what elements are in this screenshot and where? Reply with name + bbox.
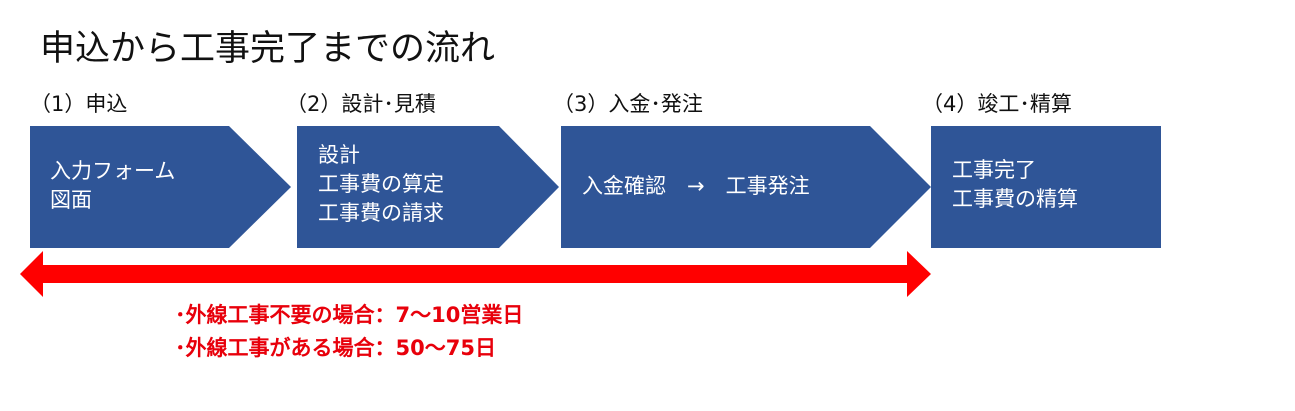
step-4-box [931,126,1161,248]
step-2-line: 設計 [318,143,360,167]
duration-no-external-work: ･外線工事不要の場合：7～10営業日 [175,303,524,327]
span-double-arrow [20,251,931,297]
step-3-label: （3）入金･発注 [553,92,703,116]
step-1-arrow-box [30,126,291,248]
step-3-content: 入金確認 → 工事発注 [582,172,810,201]
diagram-title: 申込から工事完了までの流れ [40,29,496,69]
step-2-label: （2）設計･見積 [286,92,436,116]
duration-with-external-work: ･外線工事がある場合：50～75日 [175,336,496,360]
step-4-line: 工事完了 [952,158,1036,182]
step-2-line: 工事費の算定 [318,172,444,196]
step-3-line: 入金確認 → 工事発注 [582,174,810,198]
step-4-label: （4）竣工･精算 [922,92,1072,116]
step-1-line: 入力フォーム [50,159,176,183]
step-1-line: 図面 [50,188,92,212]
step-4-line: 工事費の精算 [952,187,1078,211]
step-2-line: 工事費の請求 [318,201,444,225]
step-4-content: 工事完了 工事費の精算 [952,156,1078,214]
step-3-arrow-box [561,126,931,248]
step-1-label: （1）申込 [30,92,128,116]
step-2-content: 設計 工事費の算定 工事費の請求 [318,141,444,228]
step-1-content: 入力フォーム 図面 [50,157,175,215]
step-2-arrow-box [297,126,559,248]
